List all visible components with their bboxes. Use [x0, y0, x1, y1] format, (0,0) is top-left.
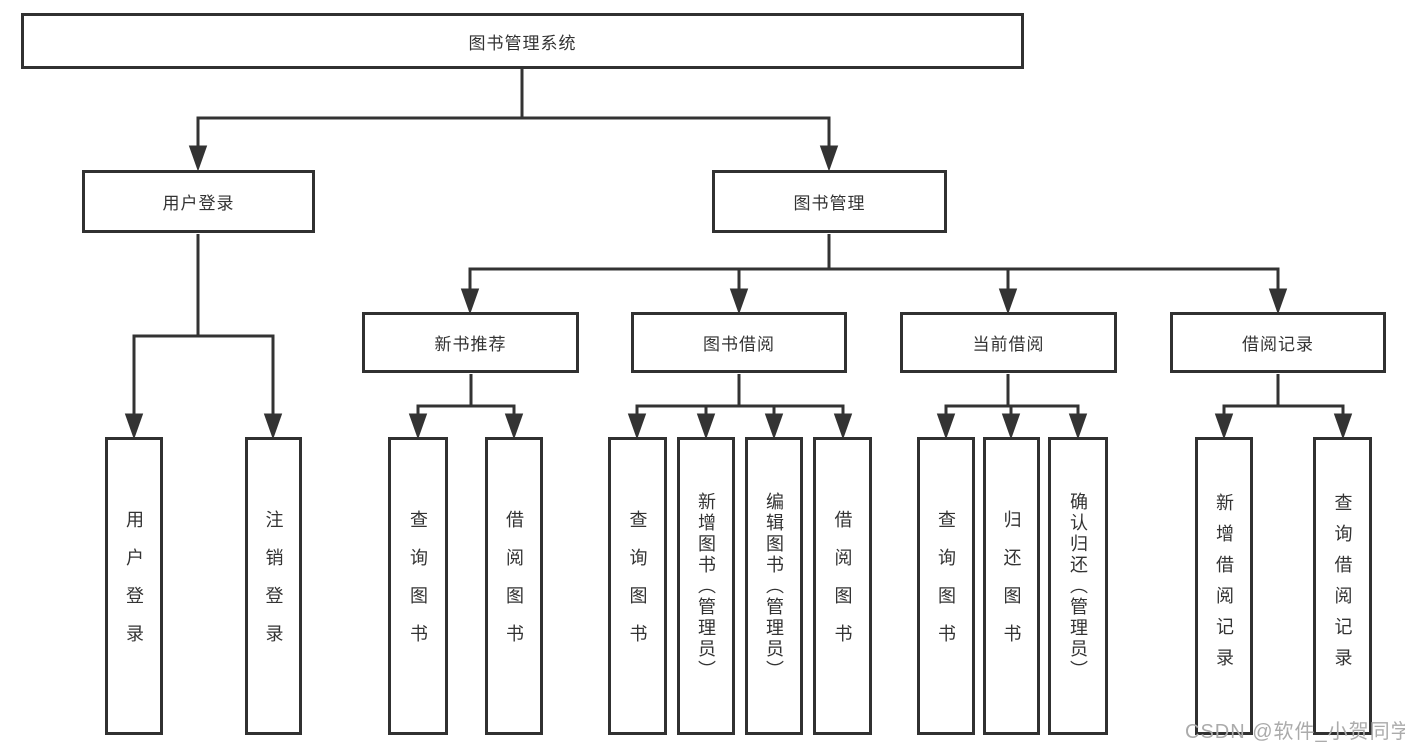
- connector-branch-0: [196, 69, 831, 150]
- node-root-label: 图书管理系统: [468, 33, 577, 53]
- node-new-book-recommendation: 新书推荐: [362, 312, 579, 373]
- node-return-books: 归还图书: [983, 437, 1040, 735]
- node-confirm-return-admin-label: 确认归还（管理员）: [1068, 491, 1088, 681]
- connector-branch-2: [468, 234, 1280, 293]
- node-query-books-borrow: 查询图书: [608, 437, 667, 735]
- node-query-books-borrow-label: 查询图书: [627, 510, 648, 662]
- node-book-borrowing-label: 图书借阅: [703, 335, 775, 354]
- node-current-borrowing: 当前借阅: [900, 312, 1117, 373]
- node-logout: 注销登录: [245, 437, 302, 735]
- node-edit-books-admin-label: 编辑图书（管理员）: [764, 491, 784, 681]
- node-new-book-recommendation-label: 新书推荐: [434, 335, 507, 354]
- node-borrow-books-recommend: 借阅图书: [485, 437, 543, 735]
- node-user-login-action-label: 用户登录: [124, 510, 144, 662]
- node-add-books-admin: 新增图书（管理员）: [677, 437, 735, 735]
- connector-branch-1: [132, 234, 275, 418]
- arrowhead-icon: [504, 413, 524, 440]
- node-borrow-books-borrow: 借阅图书: [813, 437, 872, 735]
- node-add-books-admin-label: 新增图书（管理员）: [696, 491, 716, 681]
- node-confirm-return-admin: 确认归还（管理员）: [1048, 437, 1108, 735]
- arrowhead-icon: [998, 288, 1018, 315]
- node-edit-books-admin: 编辑图书（管理员）: [745, 437, 803, 735]
- node-user-login-label: 用户登录: [162, 194, 235, 213]
- arrowhead-icon: [819, 145, 839, 172]
- node-borrow-books-recommend-label: 借阅图书: [504, 510, 524, 662]
- node-root: 图书管理系统: [21, 13, 1024, 69]
- arrowhead-icon: [696, 413, 716, 440]
- connector-branch-3: [416, 374, 516, 418]
- node-query-borrow-record-label: 查询借阅记录: [1332, 493, 1353, 679]
- connector-branch-6: [1222, 374, 1345, 418]
- arrowhead-icon: [1214, 413, 1234, 440]
- node-return-books-label: 归还图书: [1001, 510, 1022, 662]
- node-add-borrow-record: 新增借阅记录: [1195, 437, 1253, 735]
- arrowhead-icon: [833, 413, 853, 440]
- node-borrowing-records-label: 借阅记录: [1242, 335, 1314, 354]
- node-query-books-current: 查询图书: [917, 437, 975, 735]
- connector-branch-5: [944, 374, 1080, 418]
- arrowhead-icon: [936, 413, 956, 440]
- arrowhead-icon: [408, 413, 428, 440]
- arrowhead-icon: [124, 413, 144, 440]
- connector-branch-4: [635, 374, 845, 418]
- node-current-borrowing-label: 当前借阅: [972, 335, 1045, 354]
- node-user-login-action: 用户登录: [105, 437, 163, 735]
- arrowhead-icon: [460, 288, 480, 315]
- node-book-management-label: 图书管理: [793, 194, 866, 213]
- node-borrowing-records: 借阅记录: [1170, 312, 1386, 373]
- node-query-books-current-label: 查询图书: [936, 510, 956, 662]
- arrowhead-icon: [188, 145, 208, 172]
- node-query-borrow-record: 查询借阅记录: [1313, 437, 1372, 735]
- node-query-books-recommend-label: 查询图书: [408, 510, 428, 662]
- node-logout-label: 注销登录: [263, 510, 284, 662]
- arrowhead-icon: [1068, 413, 1088, 440]
- node-borrow-books-borrow-label: 借阅图书: [832, 510, 853, 662]
- node-query-books-recommend: 查询图书: [388, 437, 448, 735]
- arrowhead-icon: [1268, 288, 1288, 315]
- arrowhead-icon: [764, 413, 784, 440]
- arrowhead-icon: [1333, 413, 1353, 440]
- arrowhead-icon: [627, 413, 647, 440]
- arrowhead-icon: [263, 413, 283, 440]
- node-book-management: 图书管理: [712, 170, 947, 233]
- node-book-borrowing: 图书借阅: [631, 312, 847, 373]
- node-add-borrow-record-label: 新增借阅记录: [1214, 493, 1234, 679]
- arrowhead-icon: [729, 288, 749, 315]
- arrowhead-icon: [1001, 413, 1021, 440]
- node-user-login: 用户登录: [82, 170, 315, 233]
- watermark-text: CSDN @软件_小贺同学: [1185, 721, 1405, 743]
